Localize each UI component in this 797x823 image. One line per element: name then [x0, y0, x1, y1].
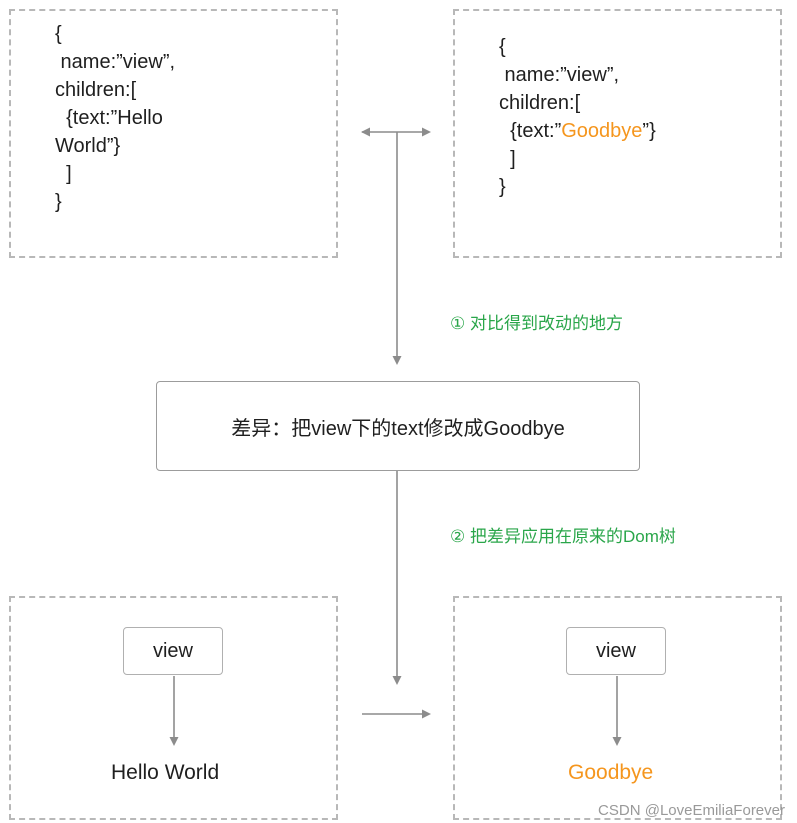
new-vdom-line: ]: [499, 148, 516, 170]
old-vdom-line: ]: [55, 163, 72, 185]
old-vdom-line: World”}: [55, 135, 121, 157]
arrowhead-down: [392, 356, 402, 365]
old-vdom-line: }: [55, 191, 62, 213]
old-view-node: view: [123, 627, 223, 675]
step2-label: ② 把差异应用在原来的Dom树: [450, 527, 676, 546]
new-vdom-line: children:[: [499, 92, 581, 114]
arrowhead-down: [612, 737, 622, 746]
node-label: view: [152, 639, 193, 662]
new-vdom-code: { name:”view”, children:[ {text:”Goodbye”…: [499, 33, 656, 201]
arrowhead-right: [422, 709, 431, 719]
changed-text: Goodbye: [561, 120, 643, 142]
arrowhead-down: [169, 737, 179, 746]
new-view-node: view: [566, 627, 666, 675]
diff-text: 差异：把view下的text修改成Goodbye: [231, 417, 565, 440]
new-vdom-line: {text:”Goodbye”}: [499, 117, 656, 145]
node-label: view: [595, 639, 636, 662]
old-vdom-line: {text:”Hello: [55, 107, 163, 129]
old-vdom-box: [9, 9, 338, 258]
new-text-node: Goodbye: [568, 761, 654, 784]
old-vdom-line: name:”view”,: [55, 51, 176, 73]
text-suffix: ”}: [642, 120, 656, 142]
arrowhead-left: [361, 127, 370, 137]
arrowhead-right: [422, 127, 431, 137]
new-dom-box: [453, 596, 782, 820]
new-vdom-box: [453, 9, 782, 258]
new-vdom-line: }: [499, 176, 506, 198]
step1-label: ① 对比得到改动的地方: [450, 314, 623, 333]
diff-box: 差异：把view下的text修改成Goodbye: [156, 381, 640, 471]
new-vdom-line: {: [499, 36, 506, 58]
old-text-node: Hello World: [111, 761, 220, 784]
arrowhead-down: [392, 676, 402, 685]
old-vdom-line: children:[: [55, 79, 137, 101]
watermark: CSDN @LoveEmiliaForever: [598, 802, 785, 819]
old-dom-box: [9, 596, 338, 820]
text-prefix: {text:”: [499, 120, 562, 142]
old-vdom-line: {: [55, 23, 62, 45]
new-vdom-line: name:”view”,: [499, 64, 620, 86]
